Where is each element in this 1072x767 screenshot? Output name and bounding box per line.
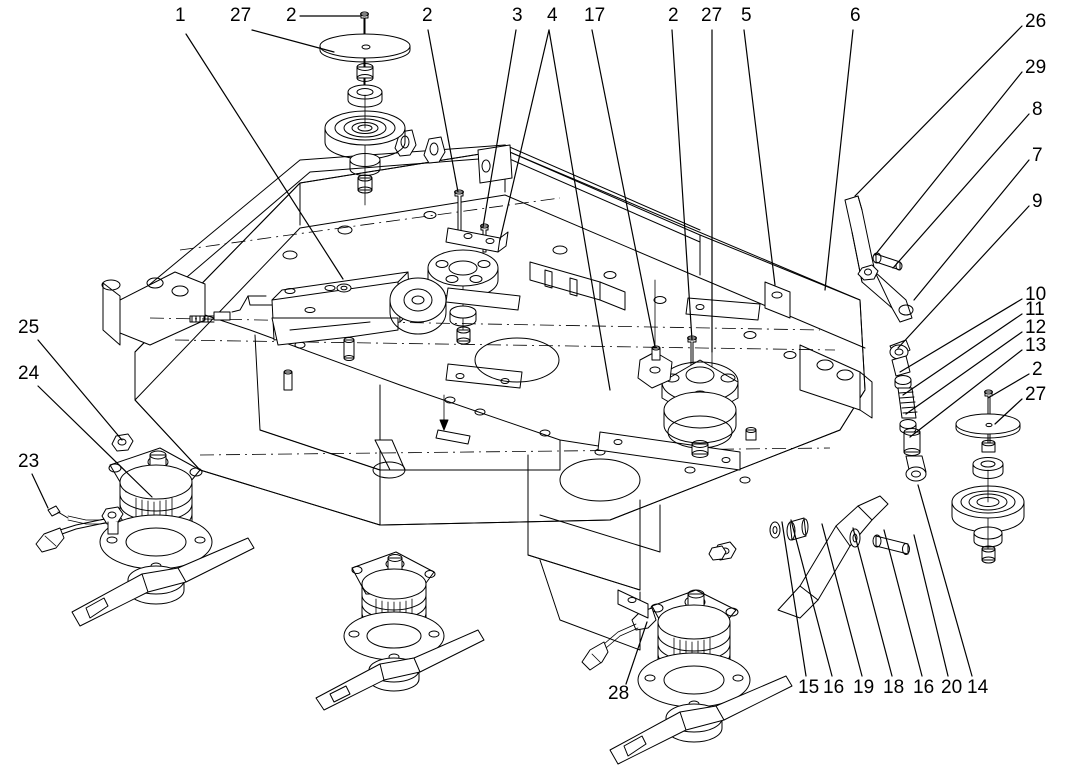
callout-leader-line (790, 519, 833, 677)
center-pulley-hub (427, 223, 509, 345)
callout-leader-line (897, 205, 1030, 349)
callout-leader-line (987, 373, 1030, 399)
callout-number-6: 6 (850, 5, 861, 26)
blade-spindle-right (581, 589, 793, 765)
clutch-actuator (189, 271, 447, 346)
callout-number-18: 18 (883, 677, 905, 698)
callout-leader-line (892, 113, 1030, 269)
callout-number-27: 27 (230, 5, 252, 26)
callout-leader-line (251, 29, 335, 53)
callout-number-4: 4 (547, 5, 558, 26)
callout-number-14: 14 (967, 677, 989, 698)
callout-leader-line (31, 473, 49, 509)
turnbuckle-linkage (889, 339, 927, 482)
callout-leader-line (482, 29, 517, 228)
callout-number-19: 19 (853, 677, 875, 698)
callout-leader-line (902, 313, 1023, 396)
callout-number-13: 13 (1025, 335, 1047, 356)
callout-leader-line (913, 159, 1030, 301)
callout-leader-line (625, 621, 648, 685)
misc-hardware (283, 337, 757, 561)
callout-number-24: 24 (18, 363, 40, 384)
callout-number-26: 26 (1025, 11, 1047, 32)
callout-leader-line (37, 385, 153, 498)
callout-leader-line (548, 29, 611, 391)
callout-number-27: 27 (701, 5, 723, 26)
callout-number-11: 11 (1025, 299, 1045, 320)
callout-number-3: 3 (512, 5, 523, 26)
idler-pulley-assembly-right (951, 389, 1025, 564)
callout-number-23: 23 (18, 451, 40, 472)
belt-idler-arm (713, 495, 910, 619)
callout-leader-line (781, 521, 807, 677)
callout-leader-line (917, 484, 973, 677)
callout-leader-line (671, 29, 693, 341)
callout-leader-line (743, 29, 776, 286)
callout-leader-line (905, 331, 1023, 415)
callout-number-29: 29 (1025, 57, 1047, 78)
callout-leader-lines (31, 15, 1030, 685)
callout-number-2: 2 (422, 5, 433, 26)
callout-number-7: 7 (1032, 145, 1043, 166)
callout-leader-line (499, 29, 550, 241)
callout-leader-line (852, 527, 893, 677)
blade-spindle-middle (315, 551, 485, 711)
callout-number-2: 2 (1032, 359, 1043, 380)
callout-leader-line (185, 33, 344, 280)
callout-number-17: 17 (584, 5, 606, 26)
callout-number-10: 10 (1025, 284, 1047, 305)
idler-pulley-assembly-left (319, 11, 411, 206)
callout-number-8: 8 (1032, 99, 1043, 120)
callout-number-15: 15 (798, 677, 820, 698)
callout-leader-line (883, 529, 923, 677)
callout-leader-line (994, 398, 1023, 425)
callout-number-2: 2 (668, 5, 679, 26)
callout-leader-line (591, 29, 656, 348)
callout-number-27: 27 (1025, 384, 1047, 405)
callout-number-5: 5 (741, 5, 752, 26)
callout-number-2: 2 (286, 5, 297, 26)
callout-leader-line (899, 298, 1023, 373)
callout-leader-line (821, 523, 863, 677)
callout-number-25: 25 (18, 317, 40, 338)
callout-number-12: 12 (1025, 317, 1047, 338)
deck-plates (445, 287, 761, 502)
callout-leader-line (913, 534, 949, 677)
callout-number-16: 16 (823, 677, 845, 698)
callout-number-9: 9 (1032, 191, 1043, 212)
blade-spindle-left (35, 433, 255, 627)
callout-leader-line (909, 349, 1023, 438)
callout-leader-line (37, 339, 123, 441)
callout-number-20: 20 (941, 677, 963, 698)
callout-leader-line (854, 25, 1023, 197)
callout-leader-line (874, 71, 1023, 256)
callout-number-1: 1 (175, 5, 186, 26)
deck-frame (101, 144, 873, 651)
center-spindle-upper (637, 279, 739, 458)
callout-number-28: 28 (608, 683, 630, 704)
callout-number-16: 16 (913, 677, 935, 698)
grease-fitting-left (47, 505, 124, 535)
callout-leader-line (824, 29, 854, 291)
callout-leader-line (427, 29, 459, 193)
